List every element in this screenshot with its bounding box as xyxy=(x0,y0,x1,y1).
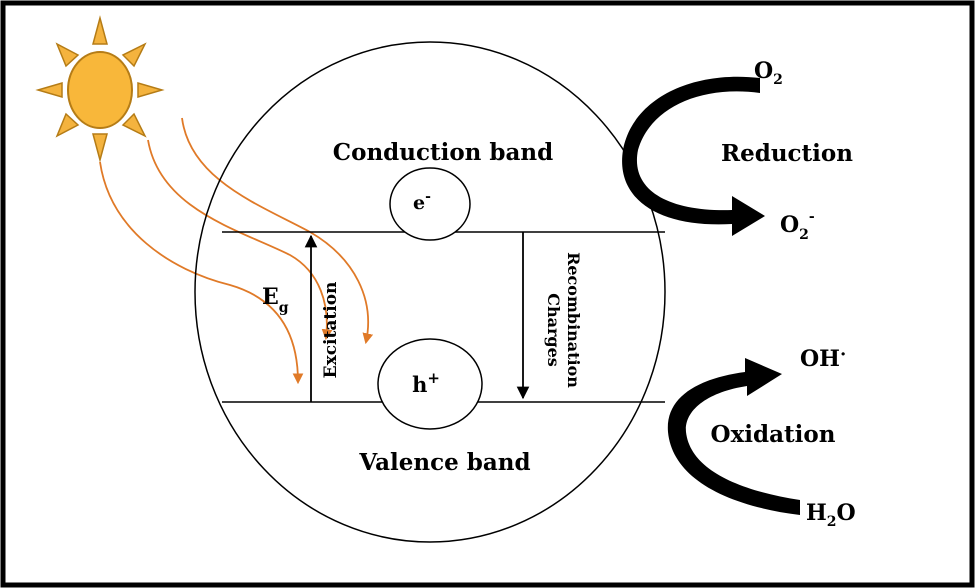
oxidation-arrow xyxy=(667,358,800,515)
superoxide-label: O2- xyxy=(780,209,815,243)
water-subscript: 2 xyxy=(827,514,837,530)
water-o: O xyxy=(837,500,856,526)
hole-charge: + xyxy=(427,369,440,387)
semiconductor-particle xyxy=(194,41,666,543)
excitation-label: Excitation xyxy=(321,282,341,379)
superoxide-charge: - xyxy=(809,209,815,225)
bandgap-subscript: g xyxy=(279,300,289,316)
hydroxyl-label: OH· xyxy=(800,344,846,372)
o2-subscript: 2 xyxy=(773,72,783,88)
recombination-label-line2: Recombination xyxy=(564,252,583,388)
bandgap-symbol: E xyxy=(262,284,279,310)
recombination-label-line1: Charges xyxy=(544,293,563,367)
hole-label: h+ xyxy=(412,369,440,397)
hole-circle xyxy=(377,338,483,430)
bandgap-label: Eg xyxy=(262,284,289,316)
electron-symbol: e xyxy=(413,192,425,214)
hydroxyl-symbol: OH xyxy=(800,346,840,372)
o2-symbol: O xyxy=(754,58,773,84)
sun-icon xyxy=(35,15,165,163)
conduction-band-label: Conduction band xyxy=(333,139,553,166)
water-h: H xyxy=(806,500,827,526)
reduction-label: Reduction xyxy=(721,140,853,167)
electron-circle xyxy=(389,167,471,241)
water-label: H2O xyxy=(806,500,856,530)
light-ray-1 xyxy=(99,161,304,385)
valence-band-label: Valence band xyxy=(358,449,530,476)
oxidation-label: Oxidation xyxy=(711,421,836,448)
superoxide-subscript: 2 xyxy=(799,227,809,243)
light-ray-2 xyxy=(147,139,333,341)
o2-label: O2 xyxy=(754,58,783,88)
reduction-arrow xyxy=(622,76,765,236)
superoxide-symbol: O xyxy=(780,212,799,238)
electron-label: e- xyxy=(413,189,431,214)
electron-charge: - xyxy=(425,189,431,205)
hydroxyl-radical-dot: · xyxy=(840,344,846,365)
hole-symbol: h xyxy=(412,372,427,397)
